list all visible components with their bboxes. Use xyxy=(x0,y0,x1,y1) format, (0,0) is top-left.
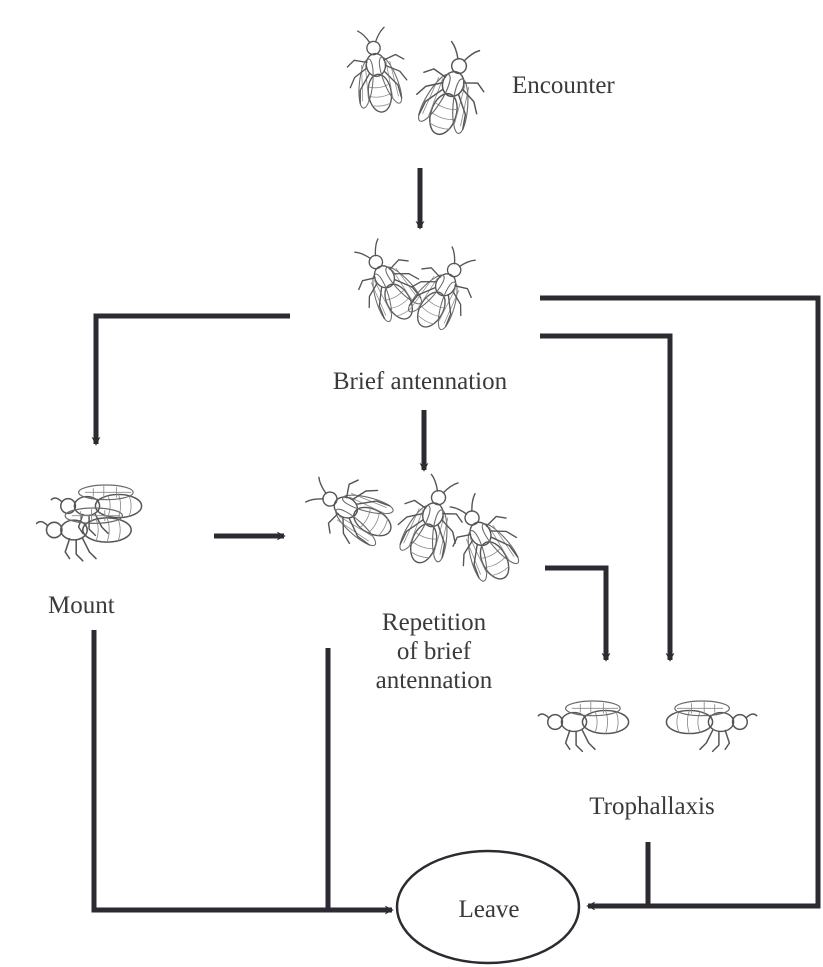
repetition-label-line-3: antennation xyxy=(376,666,493,695)
repetition-label-line-1: Repetition xyxy=(376,608,493,637)
mount-illustration xyxy=(37,485,142,561)
brief-antennation-illustration xyxy=(342,231,489,340)
repetition-label-line-2: of brief xyxy=(376,637,493,666)
encounter-label: Encounter xyxy=(512,72,615,101)
repetition-label: Repetition of brief antennation xyxy=(376,608,493,695)
brief-antennation-label: Brief antennation xyxy=(333,368,507,397)
arrow-mount-to-leave xyxy=(94,630,392,910)
arrow-brief-to-mount xyxy=(96,316,290,444)
leave-label: Leave xyxy=(458,896,519,925)
repetition-illustration xyxy=(298,463,530,592)
encounter-illustration xyxy=(343,25,496,143)
trophallaxis-illustration xyxy=(538,701,756,751)
trophallaxis-label: Trophallaxis xyxy=(589,793,714,822)
arrow-repetition-to-trophallaxis xyxy=(545,568,606,660)
mount-label: Mount xyxy=(48,592,115,621)
